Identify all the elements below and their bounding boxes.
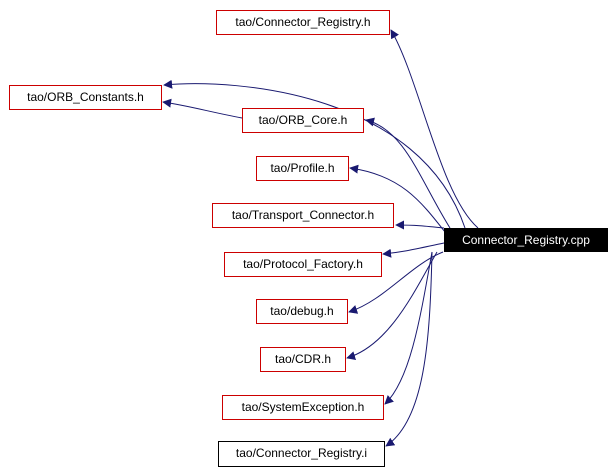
edge-to-debug-h [348,251,444,314]
node-system-exception-h[interactable]: tao/SystemException.h [222,395,384,420]
edge-to-orb-core-h [365,117,451,229]
edge-to-orb-constants-h [163,79,466,229]
node-transport-connector-h[interactable]: tao/Transport_Connector.h [212,203,394,228]
node-connector-registry-h[interactable]: tao/Connector_Registry.h [216,10,390,35]
edge-to-protocol-factory-h [382,242,445,258]
node-orb-constants-h[interactable]: tao/ORB_Constants.h [9,85,162,110]
edge-orb-core-to-orb-constants [162,98,243,119]
edge-to-transport-connector-h [395,220,445,230]
node-cdr-h[interactable]: tao/CDR.h [260,347,346,372]
node-orb-core-h[interactable]: tao/ORB_Core.h [242,108,364,133]
edge-to-profile-h [349,164,446,233]
node-connector-registry-i[interactable]: tao/Connector_Registry.i [218,441,385,467]
edge-to-connector-registry-i [385,251,433,447]
node-profile-h[interactable]: tao/Profile.h [256,156,349,181]
node-connector-registry-cpp: Connector_Registry.cpp [444,228,608,252]
node-debug-h[interactable]: tao/debug.h [256,299,348,324]
edge-to-connector-registry-h [390,29,479,229]
edge-to-system-exception-h [384,251,433,405]
node-protocol-factory-h[interactable]: tao/Protocol_Factory.h [224,252,382,277]
